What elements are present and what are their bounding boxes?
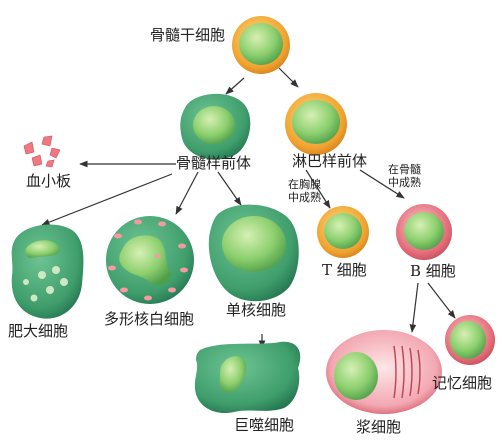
memory-cell: [445, 315, 495, 365]
arrow-lymphoid-to-t: [305, 169, 331, 209]
t-cell: [317, 206, 369, 258]
label-t-cell: T 细胞: [322, 261, 367, 279]
arrow-b-to-plasma: [409, 282, 419, 333]
label-plasma-cell: 浆细胞: [356, 418, 402, 436]
platelets-cluster: [23, 135, 61, 168]
arrow-myeloid-to-monocyte: [217, 171, 242, 206]
arrow-myeloid-to-polymorph: [175, 171, 199, 215]
arrow-lymphoid-to-b: [359, 169, 405, 199]
label-lymphoid-precursor: 淋巴样前体: [292, 152, 368, 170]
label-memory-cell: 记忆细胞: [432, 374, 493, 392]
label-marrow-note: 在骨髓中成熟: [388, 163, 421, 189]
arrow-myeloid-to-mast: [41, 173, 173, 226]
stem-cell: [232, 16, 290, 74]
monocyte-cell: [208, 204, 299, 302]
arrow-stem-to-myeloid: [225, 77, 245, 95]
label-thymus-note: 在胸腺中成熟: [288, 178, 321, 204]
polymorph-cell: [106, 216, 194, 304]
plasma-cell: [326, 330, 442, 414]
arrow-stem-to-lymphoid: [278, 67, 299, 88]
label-stem-cell: 骨髓干细胞: [150, 26, 226, 44]
label-mast-cell: 肥大细胞: [8, 322, 69, 340]
b-cell: [396, 204, 452, 260]
arrow-b-to-memory: [427, 282, 456, 319]
lymphoid-precursor-cell: [285, 93, 347, 155]
label-myeloid-precursor: 骨髓样前体: [176, 154, 252, 172]
label-polymorph: 多形核白细胞: [104, 310, 195, 328]
label-macrophage: 巨噬细胞: [234, 416, 295, 434]
myeloid-precursor-cell: [180, 93, 251, 160]
mast-cell: [11, 224, 84, 319]
arrows: [41, 67, 456, 349]
label-platelets: 血小板: [26, 172, 72, 190]
label-monocyte: 单核细胞: [226, 301, 287, 319]
macrophage-cell: [194, 341, 301, 414]
label-b-cell: B 细胞: [410, 262, 456, 280]
